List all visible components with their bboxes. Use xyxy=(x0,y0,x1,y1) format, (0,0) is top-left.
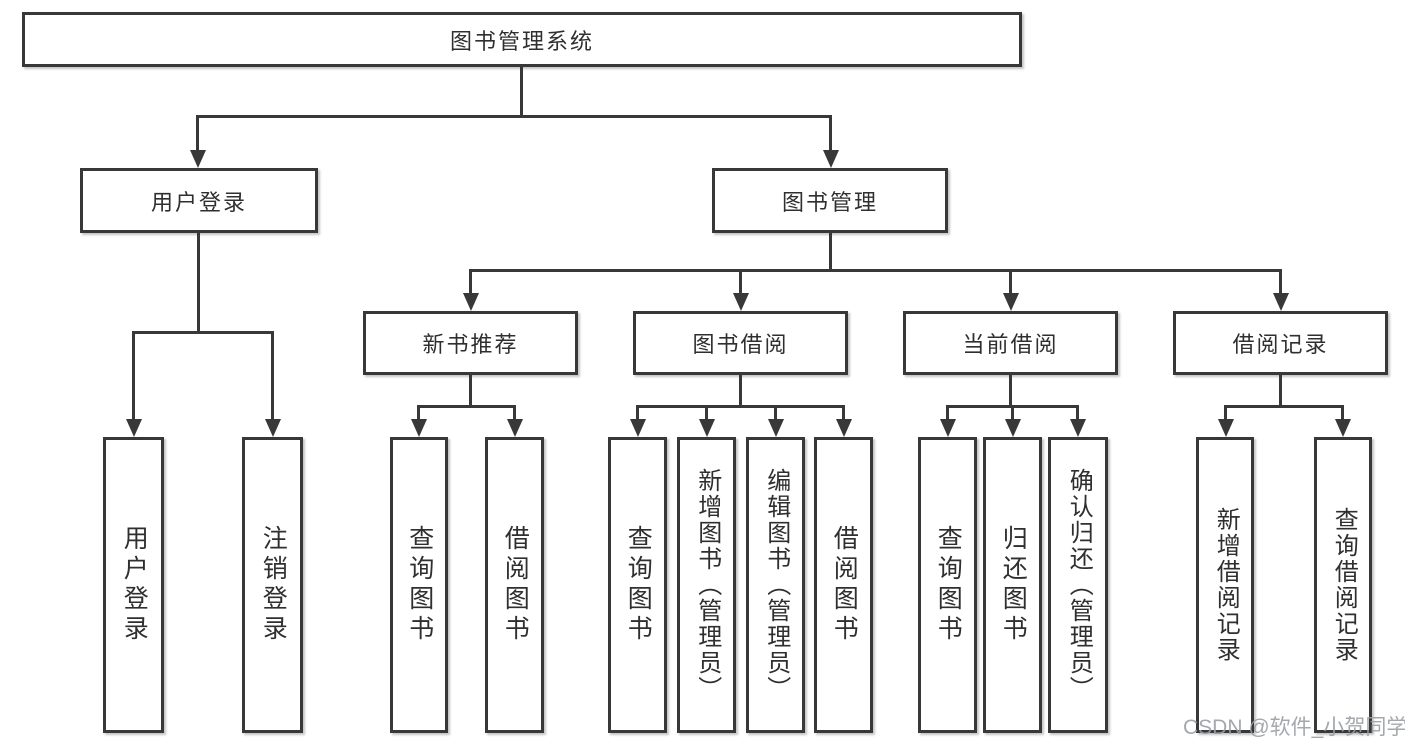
connector-line xyxy=(636,405,845,408)
node-label: 查询图书 xyxy=(934,525,963,645)
node-label: 新书推荐 xyxy=(422,332,519,357)
connector-line xyxy=(469,269,472,294)
arrow-down-icon xyxy=(699,419,715,437)
connector-line xyxy=(1279,375,1282,406)
connector-line xyxy=(774,405,777,420)
node-current-borrowing: 当前借阅 xyxy=(903,311,1118,375)
node-label: 图书借阅 xyxy=(692,332,789,357)
connector-line xyxy=(196,115,199,152)
connector-line xyxy=(197,233,200,333)
connector-line xyxy=(1279,269,1282,294)
connector-line xyxy=(1076,405,1079,420)
node-label: 查询借阅记录 xyxy=(1330,507,1358,663)
node-label: 图书管理 xyxy=(781,189,878,215)
leaf-add-borrow-record: 新增借阅记录 xyxy=(1196,437,1254,733)
connector-line xyxy=(196,115,832,118)
arrow-down-icon xyxy=(1070,419,1086,437)
leaf-confirm-return-admin: 确认归还（管理员） xyxy=(1048,437,1108,733)
connector-line xyxy=(417,405,516,408)
arrow-down-icon xyxy=(630,419,646,437)
connector-line xyxy=(1011,405,1014,420)
arrow-down-icon xyxy=(1005,419,1021,437)
connector-line xyxy=(469,269,1282,272)
connector-line xyxy=(842,405,845,420)
node-new-book-recommend: 新书推荐 xyxy=(363,311,578,375)
connector-line xyxy=(1224,405,1227,420)
node-label: 借阅图书 xyxy=(830,525,859,645)
arrow-down-icon xyxy=(940,419,956,437)
leaf-query-books-current: 查询图书 xyxy=(918,437,977,733)
connector-line xyxy=(417,405,420,420)
connector-line xyxy=(705,405,708,420)
connector-line xyxy=(513,405,516,420)
arrow-down-icon xyxy=(1218,419,1234,437)
node-book-borrowing: 图书借阅 xyxy=(633,311,848,375)
arrow-down-icon xyxy=(463,293,479,311)
node-borrowing-records: 借阅记录 xyxy=(1173,311,1388,375)
node-user-login: 用户登录 xyxy=(80,168,318,233)
node-label: 借阅图书 xyxy=(501,525,530,645)
node-label: 注销登录 xyxy=(259,525,288,645)
leaf-add-books-admin: 新增图书（管理员） xyxy=(677,437,736,733)
csdn-watermark: CSDN @软件_小贺同学 xyxy=(1183,716,1405,739)
arrow-down-icon xyxy=(126,419,142,437)
arrow-down-icon xyxy=(1335,419,1351,437)
node-label: 当前借阅 xyxy=(962,332,1059,357)
node-book-management: 图书管理 xyxy=(712,168,948,233)
connector-line xyxy=(1341,405,1344,420)
arrow-down-icon xyxy=(1273,293,1289,311)
arrow-down-icon xyxy=(507,419,523,437)
arrow-down-icon xyxy=(836,419,852,437)
connector-line xyxy=(829,115,832,152)
leaf-user-login: 用户登录 xyxy=(103,437,164,733)
node-library-management-system: 图书管理系统 xyxy=(22,12,1022,67)
connector-line xyxy=(132,331,135,419)
leaf-borrow-books-recommend: 借阅图书 xyxy=(485,437,544,733)
node-label: 图书管理系统 xyxy=(449,28,594,54)
connector-line xyxy=(739,269,742,294)
arrow-down-icon xyxy=(733,293,749,311)
connector-line xyxy=(946,405,949,420)
connector-line xyxy=(520,67,523,116)
leaf-logout: 注销登录 xyxy=(242,437,303,733)
leaf-query-books-recommend: 查询图书 xyxy=(390,437,448,733)
node-label: 查询图书 xyxy=(624,525,653,645)
connector-line xyxy=(829,233,832,272)
arrow-down-icon xyxy=(411,419,427,437)
connector-line xyxy=(1009,269,1012,294)
node-label: 新增借阅记录 xyxy=(1212,507,1240,663)
node-label: 归还图书 xyxy=(999,525,1028,645)
node-label: 新增图书（管理员） xyxy=(693,468,721,702)
node-label: 编辑图书（管理员） xyxy=(762,468,790,702)
node-label: 确认归还（管理员） xyxy=(1065,468,1093,702)
leaf-borrow-books: 借阅图书 xyxy=(814,437,873,733)
arrow-down-icon xyxy=(1003,293,1019,311)
leaf-return-books: 归还图书 xyxy=(983,437,1042,733)
connector-line xyxy=(132,331,274,334)
connector-line xyxy=(1224,405,1344,408)
connector-line xyxy=(636,405,639,420)
connector-line xyxy=(469,375,472,406)
connector-line xyxy=(1009,375,1012,406)
arrow-down-icon xyxy=(265,419,281,437)
node-label: 借阅记录 xyxy=(1232,332,1329,357)
arrow-down-icon xyxy=(823,150,839,168)
leaf-edit-books-admin: 编辑图书（管理员） xyxy=(746,437,805,733)
connector-line xyxy=(739,375,742,406)
leaf-query-borrow-record: 查询借阅记录 xyxy=(1314,437,1372,733)
node-label: 查询图书 xyxy=(405,525,434,645)
arrow-down-icon xyxy=(190,150,206,168)
leaf-query-books-borrowing: 查询图书 xyxy=(608,437,667,733)
arrow-down-icon xyxy=(768,419,784,437)
node-label: 用户登录 xyxy=(120,525,149,645)
node-label: 用户登录 xyxy=(150,189,247,215)
connector-line xyxy=(271,331,274,419)
